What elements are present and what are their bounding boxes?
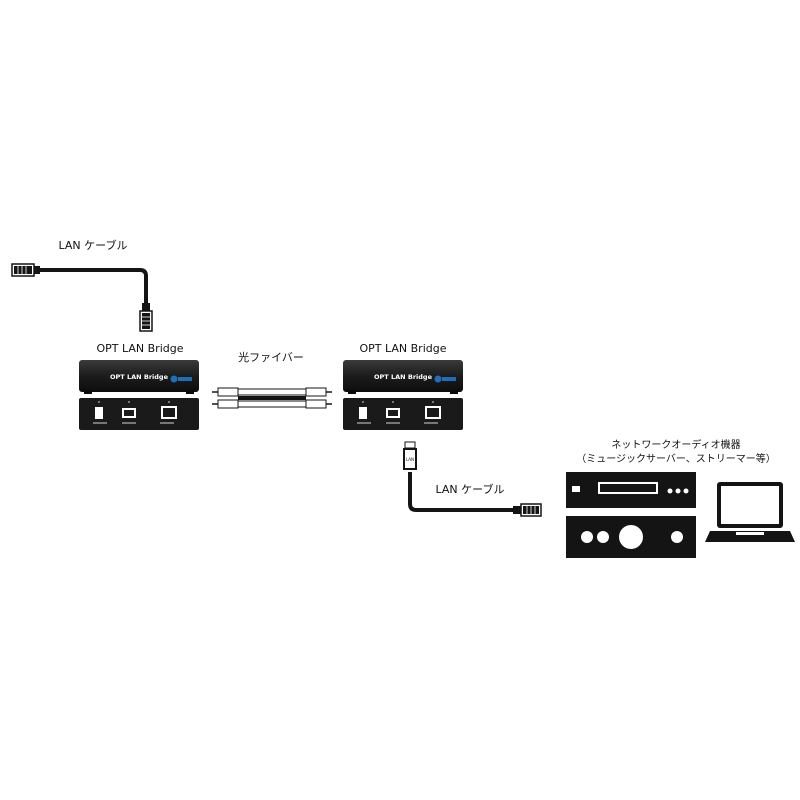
fiber-cable <box>212 387 332 409</box>
lan-cable-label-1: LAN ケーブル <box>58 239 128 252</box>
fiber-label: 光ファイバー <box>238 351 304 364</box>
network-audio-label-line2: （ミュージックサーバー、ストリーマー等） <box>576 454 776 465</box>
bridge-1-title: OPT LAN Bridge <box>96 342 184 355</box>
bridge-unit-1-rear <box>79 398 199 430</box>
lan-plug-right-horizontal <box>513 503 542 517</box>
brand-logo-2 <box>434 375 456 383</box>
bridge-2-top-text: OPT LAN Bridge <box>374 373 433 381</box>
bridge-unit-2-rear <box>343 398 463 430</box>
lan-cable-left <box>11 263 153 332</box>
lan-plug-left-vertical <box>139 303 153 332</box>
lan-plug-left-horizontal <box>11 263 40 277</box>
laptop-icon <box>705 482 795 542</box>
lan-plug-right-vertical: LAN <box>403 441 417 470</box>
brand-logo-1 <box>170 375 192 383</box>
lan-cable-label-2: LAN ケーブル <box>435 483 505 496</box>
lan-cable-right: LAN <box>403 441 542 517</box>
streamer-device-icon <box>566 472 696 508</box>
plug-label: LAN <box>406 457 414 462</box>
amplifier-device-icon <box>566 516 696 558</box>
bridge-2-title: OPT LAN Bridge <box>359 342 447 355</box>
network-audio-label-line1: ネットワークオーディオ機器 <box>611 440 741 451</box>
bridge-unit-2-top: OPT LAN Bridge <box>343 360 463 394</box>
bridge-unit-1-top: OPT LAN Bridge <box>79 360 199 394</box>
bridge-1-top-text: OPT LAN Bridge <box>110 373 169 381</box>
